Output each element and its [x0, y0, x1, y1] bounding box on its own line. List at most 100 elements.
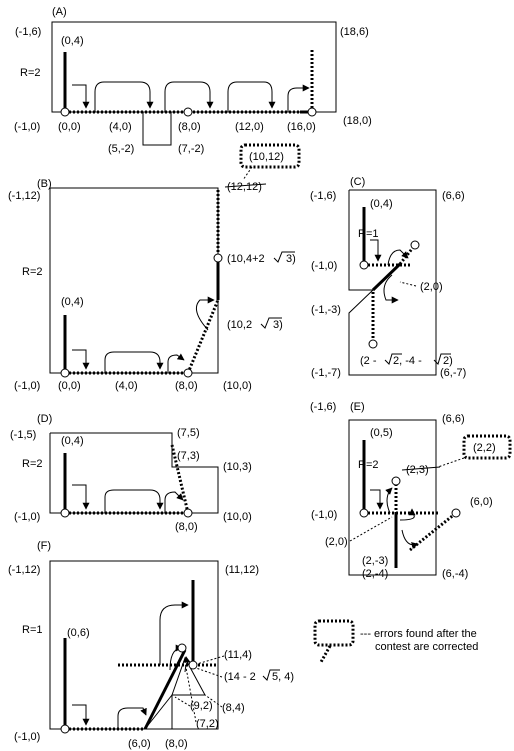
- panel-e-label: (6,-4): [442, 568, 468, 580]
- panel-e-label: (-1,6): [310, 401, 336, 413]
- panel-d-label: (7,5): [177, 427, 200, 439]
- panel-a-label: (7,-2): [178, 143, 204, 155]
- panel-f-label: (9,2): [190, 700, 213, 712]
- panel-e-label: (-1,0): [311, 509, 337, 521]
- legend-line-2: contest are corrected: [375, 641, 478, 653]
- panel-d-point: [60, 508, 70, 518]
- leader-line: [204, 694, 223, 708]
- panel-b-label: (-1,0): [14, 380, 40, 392]
- panel-a-label: (16,0): [287, 121, 316, 133]
- panel-f-arrow: [159, 601, 189, 665]
- sqrt-symbol-icon: [260, 317, 282, 329]
- panel-c-label: (-1,0): [311, 260, 337, 272]
- panel-c-arrow: [387, 249, 409, 266]
- panel-d-label: (0,4): [61, 435, 84, 447]
- panel-e-arrow: [370, 489, 384, 510]
- panel-f-label: (11,12): [225, 564, 259, 576]
- panel-f-label: (11,4): [224, 649, 252, 661]
- panel-f-arrow: [72, 704, 90, 726]
- legend: --- errors found after the contest are c…: [313, 619, 478, 663]
- panel-b-title: (B): [37, 178, 52, 190]
- panel-b-radius: R=2: [22, 266, 43, 278]
- panel-c-title: (C): [350, 176, 365, 188]
- sqrt-symbol-icon: [262, 669, 280, 681]
- panel-f-point: [177, 643, 187, 653]
- panel-f-title: (F): [37, 540, 51, 552]
- panel-b-label: (-1,12): [8, 190, 40, 202]
- panel-f-arrow: [182, 656, 191, 673]
- panel-d-label: (-1,0): [14, 511, 40, 523]
- legend-callout-pointer: [319, 645, 332, 663]
- panel-a-label: (18,6): [340, 26, 369, 38]
- panel-f-label: (8,4): [222, 702, 245, 714]
- panel-e-label: (2,-4): [362, 568, 388, 580]
- panel-e-radius: R=2: [358, 459, 379, 471]
- panel-a-point: [183, 107, 193, 117]
- panel-e-label: (2,-3): [362, 555, 388, 567]
- panel-b-label: (0,4): [61, 296, 84, 308]
- panel-d-title: (D): [37, 413, 52, 425]
- sqrt-symbol-icon: [273, 251, 295, 263]
- panel-e-boundary: [348, 419, 437, 576]
- panel-d-label: (7,3): [177, 450, 200, 462]
- panel-a: (A) R=2 (-1,6) (18,6) (0,4) (-1,0) (0,0)…: [14, 6, 372, 155]
- panel-f-label: (14 - 2: [224, 671, 256, 683]
- panel-a-arrow: [287, 84, 310, 112]
- panel-e-label: (0,5): [370, 427, 393, 439]
- panel-b-arrow: [72, 349, 90, 370]
- panel-c-label: 2, -4 -: [393, 355, 422, 367]
- panel-b-point: [213, 253, 223, 263]
- panel-c: (C) R=1 (-1,6) (6,6) (0,4) (-1,0) (-1,-3…: [310, 176, 466, 379]
- panel-a-label: (0,0): [58, 121, 81, 133]
- panel-e-crossed-label: (2,3): [406, 464, 429, 476]
- panel-f-diagonal-wall: [143, 649, 187, 730]
- panel-c-arrow: [383, 274, 399, 304]
- panel-a-label: (18,0): [343, 115, 372, 127]
- panel-b-label: (0,0): [58, 380, 81, 392]
- legend-line-1: --- errors found after the: [360, 628, 477, 640]
- panel-e-arrow: [385, 487, 393, 514]
- panel-a-label: (-1,6): [15, 26, 41, 38]
- sqrt-symbol-icon: [384, 353, 402, 365]
- panel-d-radius: R=2: [22, 458, 43, 470]
- panel-b-boundary: [49, 187, 219, 374]
- panel-d-label: (-1,5): [10, 429, 36, 441]
- panel-a-radius: R=2: [20, 67, 41, 79]
- panel-e-point: [451, 508, 461, 518]
- panel-c-label: (2,0): [420, 281, 443, 293]
- panel-e-label: (2,0): [325, 536, 348, 548]
- panel-c-point: [368, 339, 378, 349]
- panel-b-label: (8,0): [175, 380, 198, 392]
- leader-line: [196, 655, 225, 665]
- panel-f-arrow: [117, 707, 147, 729]
- panel-d-arrow: [164, 491, 184, 513]
- strike-line: [224, 183, 267, 188]
- panel-a-point: [60, 107, 70, 117]
- panel-f-point: [60, 724, 70, 734]
- panel-b-label: 3): [286, 253, 296, 265]
- panel-e-point: [391, 476, 401, 486]
- panel-c-label: (6,6): [442, 190, 465, 202]
- panel-d-label: (8,0): [175, 521, 198, 533]
- panel-c-point: [410, 240, 420, 250]
- panel-b-arrow: [195, 296, 215, 331]
- leader-line: [184, 661, 197, 723]
- panel-f-label: 5, 4): [272, 671, 294, 683]
- panel-a-label: (-1,0): [14, 121, 40, 133]
- panel-b-crossed-label: (12,12): [227, 181, 262, 193]
- panel-c-boundary: [348, 189, 437, 376]
- panel-c-diagonal-wall: [371, 262, 402, 292]
- panel-f-label: (7,2): [196, 718, 219, 730]
- callout-pointer: [437, 457, 465, 468]
- panel-a-point: [307, 107, 317, 117]
- panel-a-arrow: [227, 81, 276, 112]
- panel-f-label: (-1,12): [8, 564, 40, 576]
- leader-line: [174, 696, 191, 707]
- panel-b-point: [183, 368, 193, 378]
- leader-line: [399, 281, 417, 287]
- panel-e-label: (6,0): [470, 496, 493, 508]
- panel-b-arrow: [167, 353, 185, 373]
- panel-b-arrow: [104, 351, 164, 373]
- panel-c-label: (-1,-3): [311, 304, 341, 316]
